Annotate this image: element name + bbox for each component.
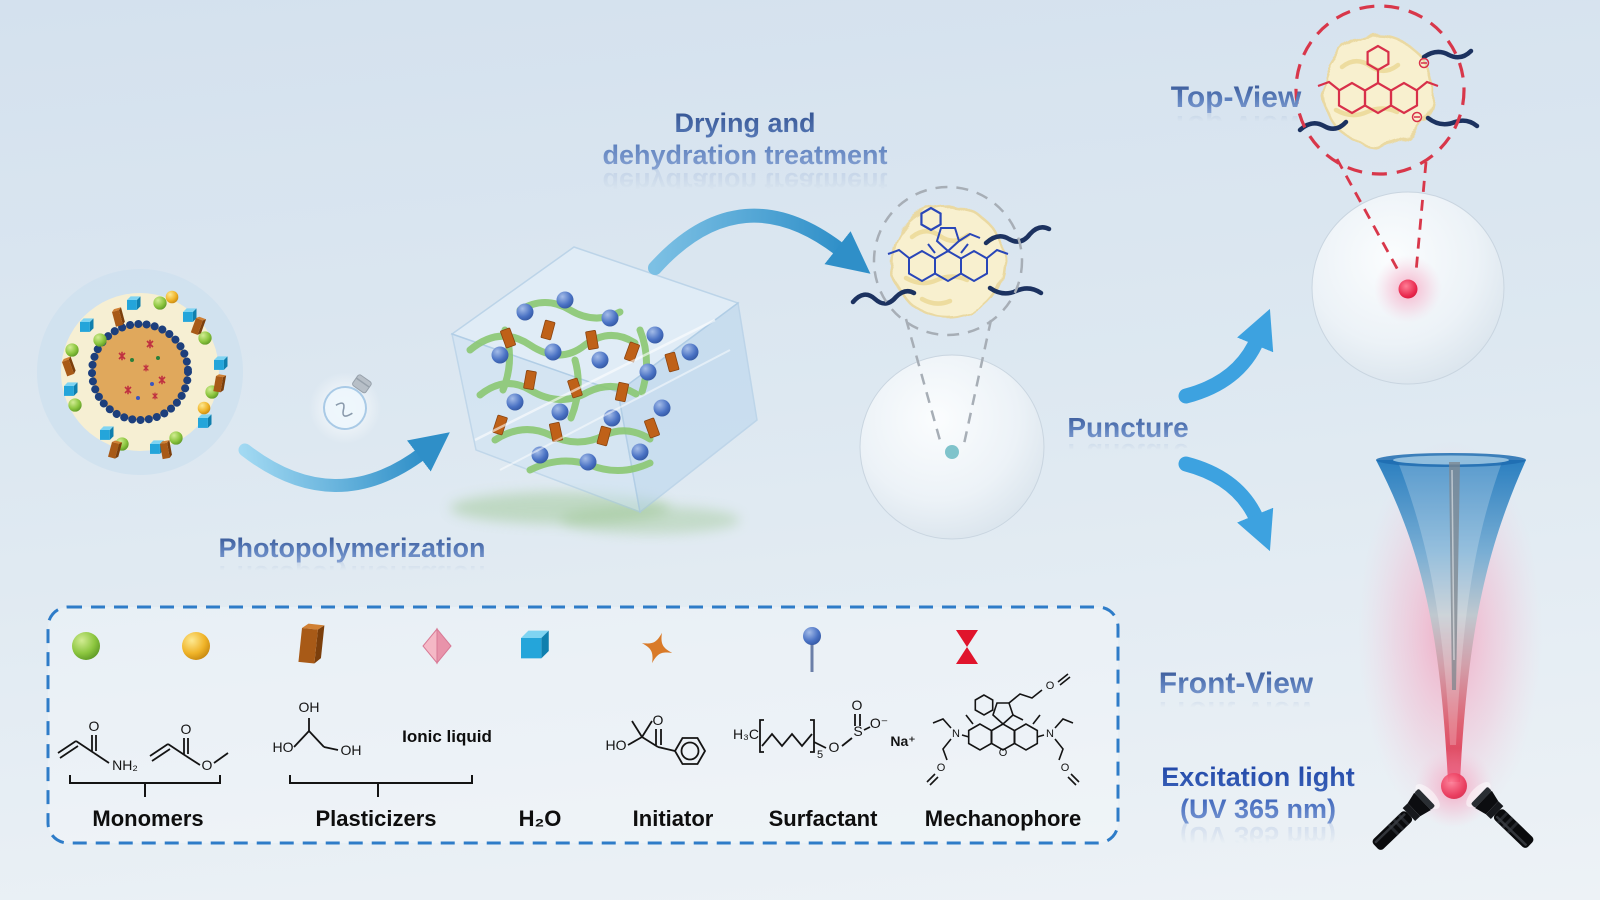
structure-methyl-acrylate — [149, 738, 229, 766]
atom-label: Na⁺ — [890, 733, 915, 749]
atom-label: N — [1046, 728, 1054, 740]
structure-mechanophore — [926, 673, 1080, 786]
legend-label-water: H₂O — [518, 806, 562, 831]
drying-label-line1: Drying and — [674, 108, 816, 138]
legend-label-mechanophore: Mechanophore — [924, 806, 1082, 831]
legend-label-initiator: Initiator — [632, 806, 714, 831]
atom-label: O — [1061, 762, 1070, 774]
structure-acrylamide — [57, 735, 110, 764]
legend-icon-pink-diamond — [422, 627, 452, 665]
needle-shaft — [1449, 462, 1460, 690]
atom-label: H₃C — [733, 726, 759, 742]
photopolymerization-label: Photopolymerization — [218, 533, 486, 563]
excitation-label-line2: (UV 365 nm) — [1179, 793, 1337, 824]
legend-label-surfactant: Surfactant — [768, 806, 878, 831]
atom-label: OH — [299, 699, 320, 715]
puncture-label: Puncture — [1067, 412, 1189, 443]
top-view-zoom — [1294, 4, 1505, 385]
legend-icon-blue-cube — [521, 630, 549, 659]
drying-label: Drying and dehydration treatment — [602, 108, 887, 172]
atom-label: HO — [606, 737, 627, 753]
subscript-label: 5 — [817, 749, 823, 761]
front-view-needle — [1358, 440, 1542, 859]
atom-label: O — [89, 718, 100, 734]
excitation-label: Excitation light (UV 365 nm) — [1161, 762, 1355, 826]
atom-label: N — [952, 728, 960, 740]
photopolymerization-arrow — [238, 432, 450, 492]
drying-arrow — [648, 208, 871, 275]
atom-label: O — [999, 747, 1008, 759]
atom-label: O — [829, 739, 840, 755]
atom-label: NH₂ — [112, 757, 138, 773]
hydrogel-block — [450, 246, 758, 534]
plasticizers-bracket — [289, 775, 473, 797]
puncture-site-dot — [945, 445, 959, 459]
micelle-core-marks — [118, 338, 166, 400]
zoom-circle-gray — [872, 185, 1024, 337]
atom-label: OH — [341, 742, 362, 758]
puncture-arrow-down — [1178, 456, 1274, 552]
legend-label-monomers: Monomers — [92, 806, 204, 831]
structure-glycerol — [293, 718, 339, 751]
network-slab-particles — [492, 319, 680, 447]
legend-label-ionic-liquid: Ionic liquid — [402, 727, 492, 746]
network-crosslink-dots — [491, 291, 699, 471]
atom-label: O — [202, 757, 213, 773]
atom-label: O — [653, 712, 664, 728]
micelle-shell-dots — [88, 320, 192, 424]
atom-label: HO — [273, 739, 294, 755]
activated-dot — [1398, 279, 1418, 299]
atom-label: O — [1046, 680, 1055, 692]
puncture-arrow-up — [1178, 308, 1274, 404]
monomers-bracket — [69, 775, 221, 797]
front-view-label: Front-View — [1158, 667, 1314, 700]
rhodamine-structure-open — [1317, 44, 1439, 123]
needle-cone — [1376, 460, 1526, 782]
excitation-label-line1: Excitation light — [1161, 762, 1355, 792]
atom-label: O⁻ — [870, 715, 888, 731]
legend-icon-yellow-sphere — [182, 632, 210, 660]
top-view-label: Top-View — [1170, 81, 1302, 114]
atom-label: S — [853, 723, 862, 739]
legend-icon-orange-sparkle — [641, 632, 673, 664]
legend-icon-brown-slab — [298, 623, 325, 665]
capsule-closed-zoom — [850, 185, 1052, 540]
zoom-circle-red — [1294, 4, 1466, 176]
atom-label: O — [937, 762, 946, 774]
spiro-rhodamine-structure-closed — [887, 206, 1009, 282]
structure-surfactant — [759, 714, 871, 753]
polymer-chains-activated — [1297, 48, 1480, 133]
micelle-droplet — [37, 269, 243, 475]
legend-box: O NH₂ O O HO OH OH HO O — [46, 605, 1120, 845]
legend-label-plasticizers: Plasticizers — [315, 806, 437, 831]
structure-initiator — [627, 720, 710, 772]
legend-icon-green-sphere — [72, 632, 100, 660]
legend-icon-red-bowtie — [956, 630, 978, 664]
light-bulb-icon — [309, 372, 381, 444]
needle-tip-glow — [1441, 773, 1467, 799]
drying-label-line2: dehydration treatment — [602, 139, 888, 170]
atom-label: O — [181, 721, 192, 737]
legend-icon-blue-pin — [803, 627, 821, 672]
atom-label: O — [852, 697, 863, 713]
